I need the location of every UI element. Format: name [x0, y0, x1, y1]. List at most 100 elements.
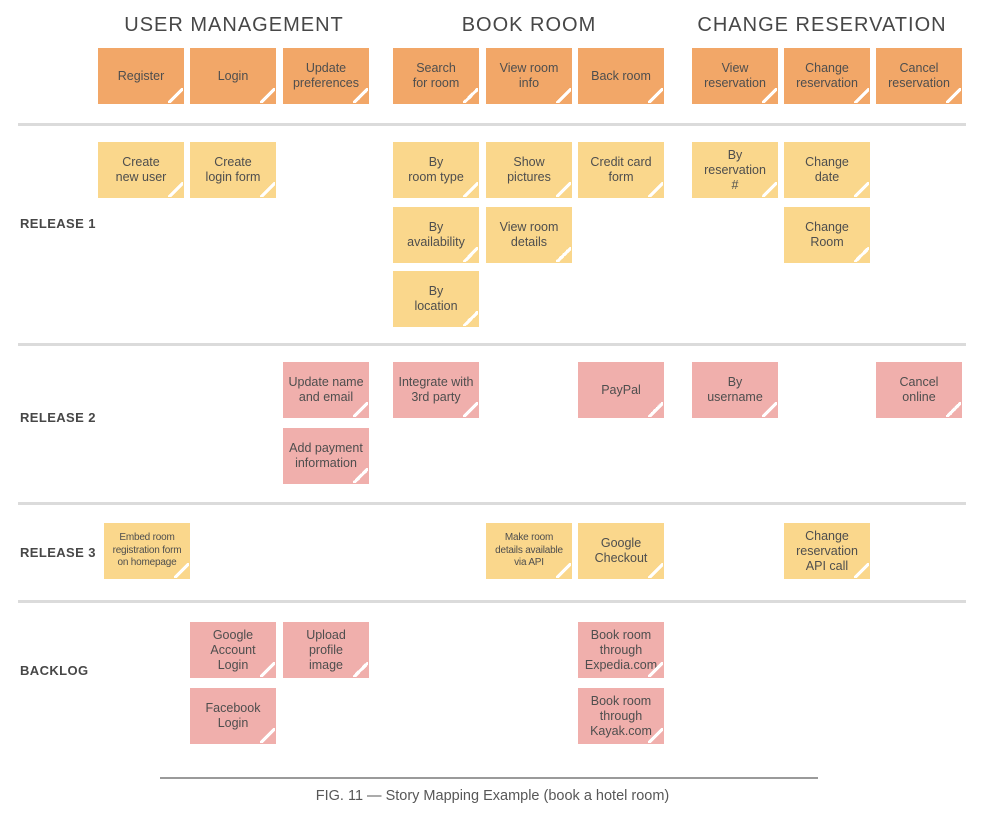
column-header-user-management: USER MANAGEMENT — [124, 14, 344, 36]
folded-corner-icon — [260, 728, 275, 743]
sticky-note-label: Back room — [591, 68, 651, 83]
row-label-release-3: RELEASE 3 — [20, 545, 96, 560]
folded-corner-icon — [353, 88, 368, 103]
folded-corner-icon — [463, 402, 478, 417]
sticky-note-update-name-and-email: Update name and email — [283, 362, 369, 418]
sticky-note-label: Book room through Kayak.com — [590, 693, 652, 738]
folded-corner-icon — [556, 182, 571, 197]
sticky-note-label: Change Room — [805, 220, 849, 249]
sticky-note-create-new-user: Create new user — [98, 142, 184, 198]
folded-corner-icon — [353, 662, 368, 677]
row-label-release-1: RELEASE 1 — [20, 216, 96, 231]
sticky-note-by-room-type: By room type — [393, 142, 479, 198]
sticky-note-facebook-login: Facebook Login — [190, 688, 276, 744]
sticky-note-by-location: By location — [393, 271, 479, 327]
row-label-release-2: RELEASE 2 — [20, 410, 96, 425]
folded-corner-icon — [168, 88, 183, 103]
sticky-note-label: Google Checkout — [594, 536, 648, 565]
folded-corner-icon — [260, 662, 275, 677]
sticky-note-change-room: Change Room — [784, 207, 870, 263]
sticky-note-label: Google Account Login — [210, 627, 256, 672]
sticky-note-update-preferences: Update preferences — [283, 48, 369, 104]
folded-corner-icon — [762, 182, 777, 197]
sticky-note-by-username: By username — [692, 362, 778, 418]
section-divider — [18, 502, 966, 505]
sticky-note-label: Upload profile image — [306, 627, 346, 672]
sticky-note-embed-room-registration-form-on-homepage: Embed room registration form on homepage — [104, 523, 190, 579]
sticky-note-label: Book room through Expedia.com — [584, 627, 658, 672]
folded-corner-icon — [946, 402, 961, 417]
folded-corner-icon — [648, 662, 663, 677]
sticky-note-make-room-details-available-via-api: Make room details available via API — [486, 523, 572, 579]
figure-caption: FIG. 11 — Story Mapping Example (book a … — [315, 788, 670, 804]
folded-corner-icon — [648, 402, 663, 417]
sticky-note-label: Make room details available via API — [495, 532, 563, 569]
sticky-note-view-room-details: View room details — [486, 207, 572, 263]
sticky-note-change-reservation: Change reservation — [784, 48, 870, 104]
column-header-book-room: BOOK ROOM — [461, 14, 597, 36]
folded-corner-icon — [648, 182, 663, 197]
folded-corner-icon — [854, 563, 869, 578]
folded-corner-icon — [648, 88, 663, 103]
sticky-note-register: Register — [98, 48, 184, 104]
sticky-note-create-login-form: Create login form — [190, 142, 276, 198]
sticky-note-label: Update preferences — [292, 61, 359, 90]
folded-corner-icon — [168, 182, 183, 197]
sticky-note-google-checkout: Google Checkout — [578, 523, 664, 579]
sticky-note-label: View room details — [499, 220, 559, 249]
folded-corner-icon — [854, 182, 869, 197]
folded-corner-icon — [556, 247, 571, 262]
sticky-note-login: Login — [190, 48, 276, 104]
folded-corner-icon — [353, 402, 368, 417]
sticky-note-add-payment-information: Add payment information — [283, 428, 369, 484]
sticky-note-label: Integrate with 3rd party — [398, 375, 474, 404]
folded-corner-icon — [648, 728, 663, 743]
section-divider — [18, 600, 966, 603]
sticky-note-label: Cancel reservation — [888, 61, 950, 90]
sticky-note-by-availability: By availability — [393, 207, 479, 263]
sticky-note-label: View room info — [499, 61, 559, 90]
sticky-note-upload-profile-image: Upload profile image — [283, 622, 369, 678]
caption-divider — [160, 777, 818, 779]
sticky-note-book-room-through-expedia-com: Book room through Expedia.com — [578, 622, 664, 678]
sticky-note-label: Register — [117, 68, 165, 83]
sticky-note-label: Cancel online — [899, 375, 939, 404]
sticky-note-label: Show pictures — [507, 155, 551, 184]
sticky-note-label: Embed room registration form on homepage — [112, 532, 182, 569]
sticky-note-label: Change reservation API call — [796, 528, 858, 573]
sticky-note-view-reservation: View reservation — [692, 48, 778, 104]
sticky-note-label: Add payment information — [289, 441, 363, 470]
folded-corner-icon — [854, 247, 869, 262]
folded-corner-icon — [463, 311, 478, 326]
sticky-note-label: Search for room — [412, 61, 460, 90]
sticky-note-label: By room type — [408, 155, 464, 184]
sticky-note-cancel-reservation: Cancel reservation — [876, 48, 962, 104]
sticky-note-label: Change date — [805, 155, 849, 184]
sticky-note-back-room: Back room — [578, 48, 664, 104]
sticky-note-credit-card-form: Credit card form — [578, 142, 664, 198]
sticky-note-book-room-through-kayak-com: Book room through Kayak.com — [578, 688, 664, 744]
folded-corner-icon — [648, 563, 663, 578]
folded-corner-icon — [463, 88, 478, 103]
sticky-note-change-reservation-api-call: Change reservation API call — [784, 523, 870, 579]
sticky-note-paypal: PayPal — [578, 362, 664, 418]
folded-corner-icon — [463, 247, 478, 262]
folded-corner-icon — [556, 88, 571, 103]
row-label-backlog: BACKLOG — [20, 663, 89, 678]
sticky-note-label: View reservation — [704, 61, 766, 90]
sticky-note-label: By location — [414, 284, 458, 313]
folded-corner-icon — [260, 88, 275, 103]
section-divider — [18, 343, 966, 346]
sticky-note-cancel-online: Cancel online — [876, 362, 962, 418]
sticky-note-label: By username — [707, 375, 763, 404]
folded-corner-icon — [854, 88, 869, 103]
sticky-note-by-reservation: By reservation # — [692, 142, 778, 198]
folded-corner-icon — [260, 182, 275, 197]
sticky-note-show-pictures: Show pictures — [486, 142, 572, 198]
sticky-note-google-account-login: Google Account Login — [190, 622, 276, 678]
sticky-note-label: By availability — [407, 220, 465, 249]
folded-corner-icon — [762, 402, 777, 417]
sticky-note-change-date: Change date — [784, 142, 870, 198]
sticky-note-label: Login — [217, 68, 249, 83]
sticky-note-label: Credit card form — [590, 155, 652, 184]
